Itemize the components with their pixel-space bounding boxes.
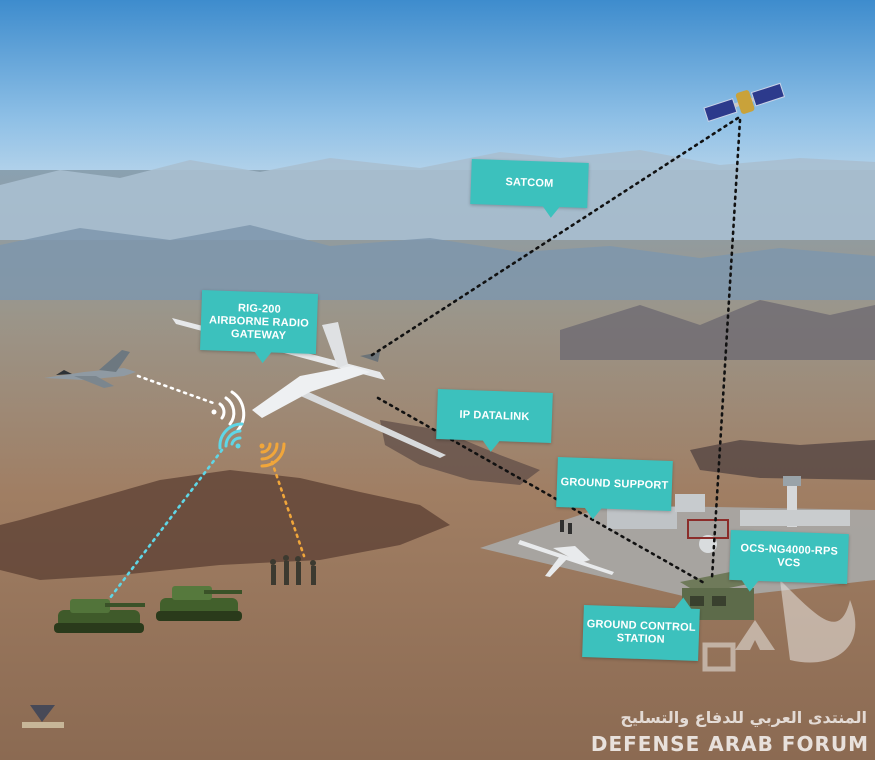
watermark-arabic: المنتدى العربي للدفاع والتسليح (620, 708, 867, 727)
ip-datalink-label: IP DATALINK (436, 389, 553, 443)
jet-link (136, 374, 218, 406)
tank-2 (156, 586, 242, 621)
satellite (703, 82, 786, 122)
small-logo-watermark (22, 705, 64, 728)
radar-dish (699, 535, 717, 553)
ocs-vcs-label: OCS-NG4000-RPS VCS (729, 529, 849, 585)
dark-ridge-right (690, 440, 875, 480)
far-mountains (0, 150, 875, 240)
control-tower (787, 482, 797, 527)
antenna-array (687, 519, 729, 539)
radio-wave-cyan-icon (218, 422, 244, 450)
ground-control-station-label: GROUND CONTROL STATION (582, 604, 700, 662)
near-ridge-right (560, 300, 875, 360)
rig200-gateway-label: RIG-200 AIRBORNE RADIO GATEWAY (199, 289, 319, 355)
tank-link (108, 448, 224, 600)
ridge-center (380, 420, 540, 485)
radio-wave-white-icon (211, 390, 246, 432)
forum-logo-watermark (702, 580, 856, 672)
terminal (740, 510, 850, 526)
soldiers (270, 555, 316, 585)
parked-drone (518, 540, 614, 577)
radio-wave-orange-icon (259, 442, 286, 468)
satcom-link-gcs (710, 118, 742, 580)
ground-crew (560, 520, 572, 534)
hangar (607, 507, 677, 529)
watermark-english: DEFENSE ARAB FORUM (590, 732, 869, 756)
tank-1 (54, 599, 145, 633)
fighter-jet (44, 350, 136, 388)
satcom-label: SATCOM (470, 158, 589, 209)
mid-mountains (0, 225, 875, 300)
hangar-2 (675, 494, 705, 512)
satcom-link-drone (370, 116, 740, 357)
ground-support-label: GROUND SUPPORT (556, 457, 673, 511)
dark-ridge-left (0, 470, 450, 580)
soldier-link (270, 460, 306, 558)
ip-datalink (376, 396, 708, 586)
